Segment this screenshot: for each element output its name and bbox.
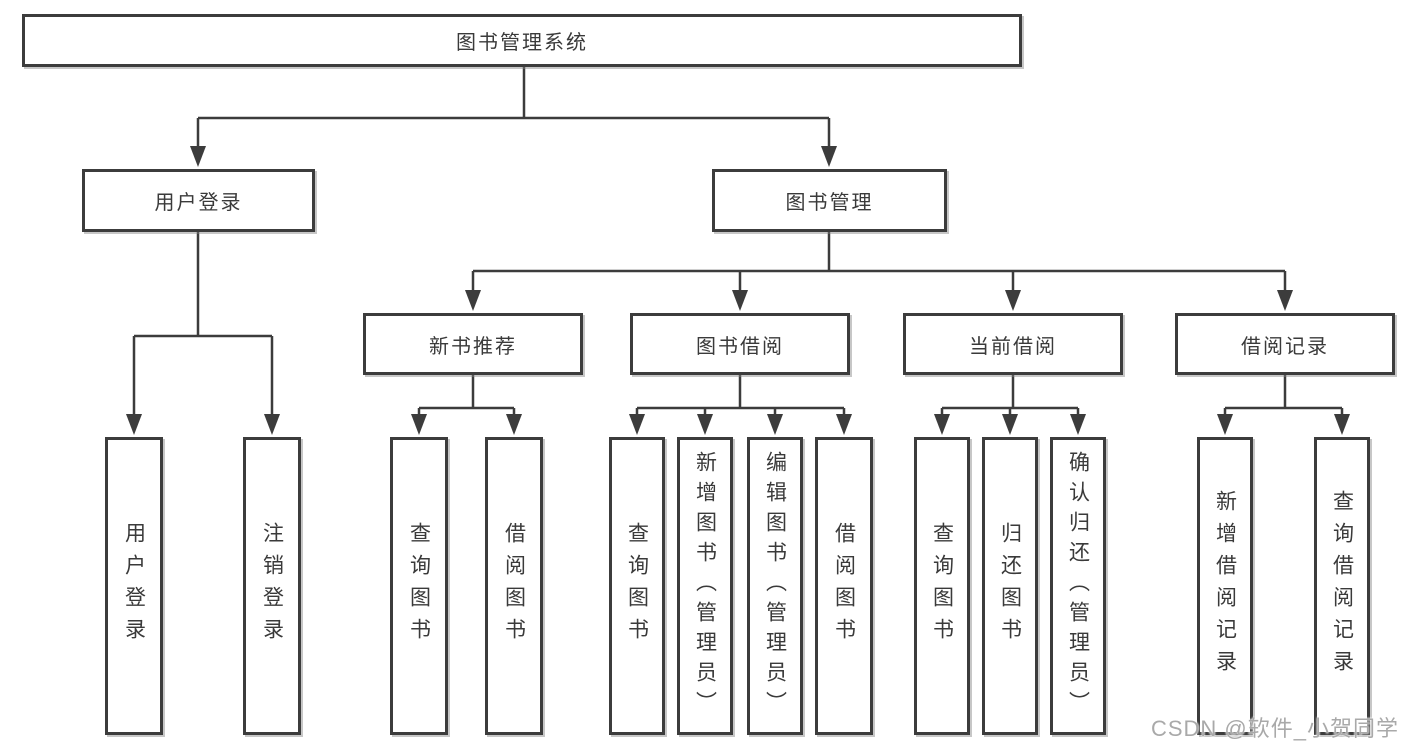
arrow-icon [629,414,645,435]
connector-user-login-children [132,232,274,418]
node-label: 借阅记录 [1241,335,1329,358]
leaf-label: 新增借阅记录 [1213,490,1237,682]
arrow-icon [126,414,142,435]
leaf-label: 查询图书 [407,522,431,650]
arrow-icon [934,414,950,435]
leaf-label: 新增图书（管理员） [693,451,717,721]
node-label: 图书管理系统 [456,32,588,54]
leaf-query-books-current: 查询图书 [914,437,970,735]
arrow-icon [767,414,783,435]
arrow-icon [1217,414,1233,435]
leaf-label: 确认归还（管理员） [1066,451,1090,721]
arrow-icon [506,414,522,435]
arrow-icon [821,146,837,167]
leaf-edit-books-admin: 编辑图书（管理员） [747,437,803,735]
leaf-logout: 注销登录 [243,437,301,735]
leaf-query-books-recommend: 查询图书 [390,437,448,735]
leaf-label: 查询图书 [930,522,954,650]
leaf-query-borrow-record: 查询借阅记录 [1314,437,1370,735]
leaf-label: 查询图书 [625,522,649,650]
arrow-icon [190,146,206,167]
arrow-icon [1070,414,1086,435]
node-label: 图书管理 [785,192,874,214]
leaf-add-borrow-record: 新增借阅记录 [1197,437,1253,735]
arrow-icon [1005,290,1021,311]
arrowheads [126,146,1350,435]
arrow-icon [465,290,481,311]
arrow-icon [1334,414,1350,435]
leaf-label: 用户登录 [122,522,146,650]
arrow-icon [411,414,427,435]
leaf-query-books-borrowing: 查询图书 [609,437,665,735]
node-current-borrowing: 当前借阅 [903,313,1123,375]
arrow-icon [264,414,280,435]
arrow-icon [697,414,713,435]
connector-new-book-children [417,375,516,418]
node-borrowing-records: 借阅记录 [1175,313,1395,375]
leaf-add-books-admin: 新增图书（管理员） [677,437,733,735]
leaf-confirm-return-admin: 确认归还（管理员） [1050,437,1106,735]
arrow-icon [1277,290,1293,311]
node-library-management-system: 图书管理系统 [22,14,1022,67]
connector-book-borrow-children [635,375,846,418]
leaf-label: 编辑图书（管理员） [763,451,787,721]
csdn-watermark: CSDN @软件_小贺同学 [1150,716,1399,741]
node-book-borrowing: 图书借阅 [630,313,850,375]
node-label: 当前借阅 [969,335,1057,358]
node-label: 图书借阅 [696,335,784,358]
leaf-borrow-books: 借阅图书 [815,437,873,735]
node-new-book-recommendation: 新书推荐 [363,313,583,375]
arrow-icon [732,290,748,311]
leaf-label: 查询借阅记录 [1330,490,1354,682]
leaf-label: 归还图书 [998,522,1022,650]
connector-borrow-records-children [1223,375,1344,418]
arrow-icon [1002,414,1018,435]
leaf-label: 注销登录 [260,522,284,650]
connector-book-management-children [471,232,1287,294]
leaf-user-login: 用户登录 [105,437,163,735]
connector-current-borrow-children [940,375,1080,418]
node-label: 新书推荐 [429,335,517,358]
leaf-borrow-books-recommend: 借阅图书 [485,437,543,735]
connector-root-to-level2 [196,67,831,150]
node-label: 用户登录 [154,192,243,214]
arrow-icon [836,414,852,435]
node-book-management: 图书管理 [712,169,947,232]
leaf-label: 借阅图书 [502,522,526,650]
node-user-login: 用户登录 [82,169,315,232]
leaf-label: 借阅图书 [832,522,856,650]
leaf-return-books: 归还图书 [982,437,1038,735]
